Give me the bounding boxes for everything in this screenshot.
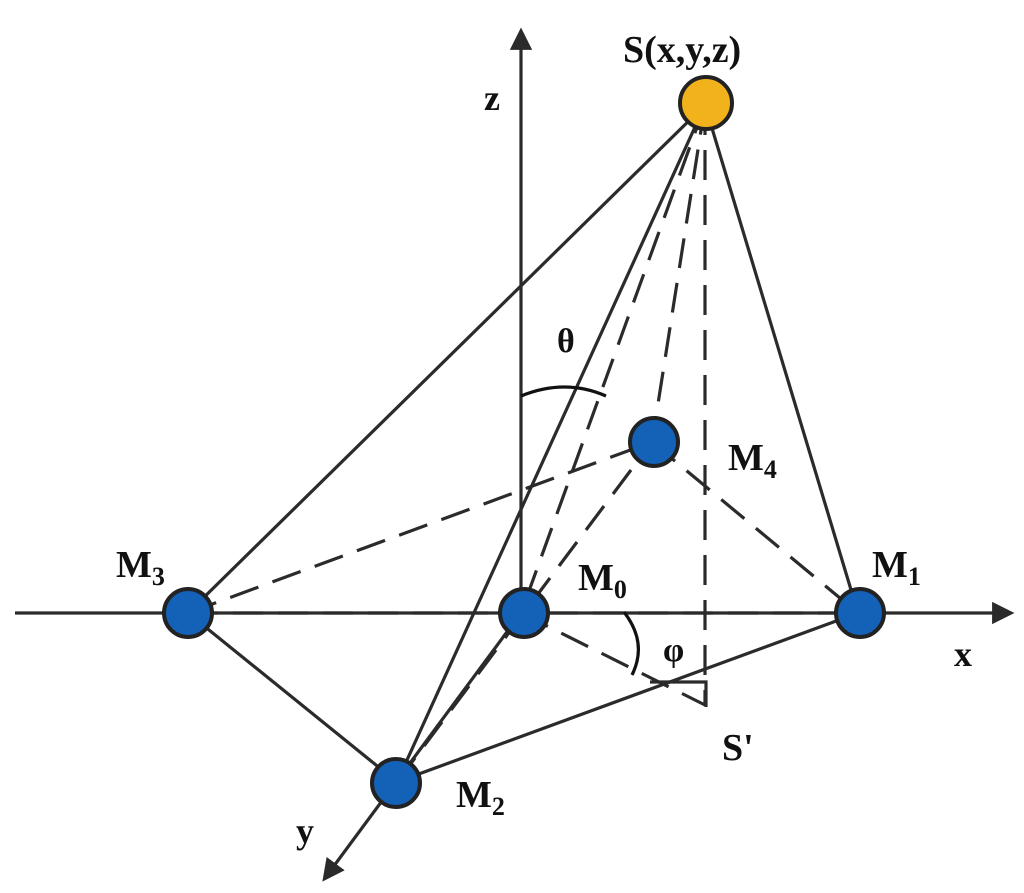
label-m4-index: 4 (764, 455, 777, 484)
node-m0 (498, 587, 550, 639)
solid-s-to-m3 (186, 103, 707, 615)
label-m0-index: 0 (614, 575, 627, 604)
dashed-m3-m4 (187, 440, 653, 615)
label-m1-index: 1 (908, 562, 921, 591)
label-m3-letter: M (116, 544, 152, 586)
node-source (678, 75, 734, 131)
label-m2-letter: M (456, 774, 492, 816)
label-axis-y: y (296, 811, 314, 851)
label-m0-letter: M (578, 557, 614, 599)
label-phi: φ (663, 632, 684, 669)
label-m4-letter: M (728, 437, 764, 479)
label-s-prime: S' (722, 727, 754, 769)
dashed-s-to-m4 (650, 104, 707, 443)
node-m1 (834, 587, 886, 639)
label-m2: M2 (456, 774, 505, 821)
dashed-m2-m0 (395, 612, 523, 783)
label-m3-index: 3 (152, 562, 165, 591)
label-source: S(x,y,z) (623, 29, 741, 71)
solid-m3-to-m2 (186, 611, 399, 784)
node-m2 (370, 757, 422, 809)
node-m4 (628, 416, 680, 468)
label-axis-x: x (954, 634, 972, 674)
label-m1-letter: M (872, 544, 908, 586)
dashed-s-to-m0 (519, 104, 707, 614)
dashed-m0-s-prime (520, 611, 706, 707)
label-m1: M1 (872, 544, 921, 591)
label-theta: θ (557, 323, 575, 360)
label-m0: M0 (578, 557, 627, 604)
phi-arc (622, 611, 640, 676)
label-m4: M4 (728, 437, 777, 484)
label-m3: M3 (116, 544, 165, 591)
label-m2-index: 2 (492, 792, 505, 821)
theta-arc (520, 385, 607, 398)
solid-s-to-m1 (703, 104, 860, 614)
solid-m2-to-m1 (396, 611, 859, 784)
solid-s-to-m2 (395, 104, 707, 783)
label-axis-z: z (484, 78, 500, 118)
node-m3 (162, 587, 214, 639)
